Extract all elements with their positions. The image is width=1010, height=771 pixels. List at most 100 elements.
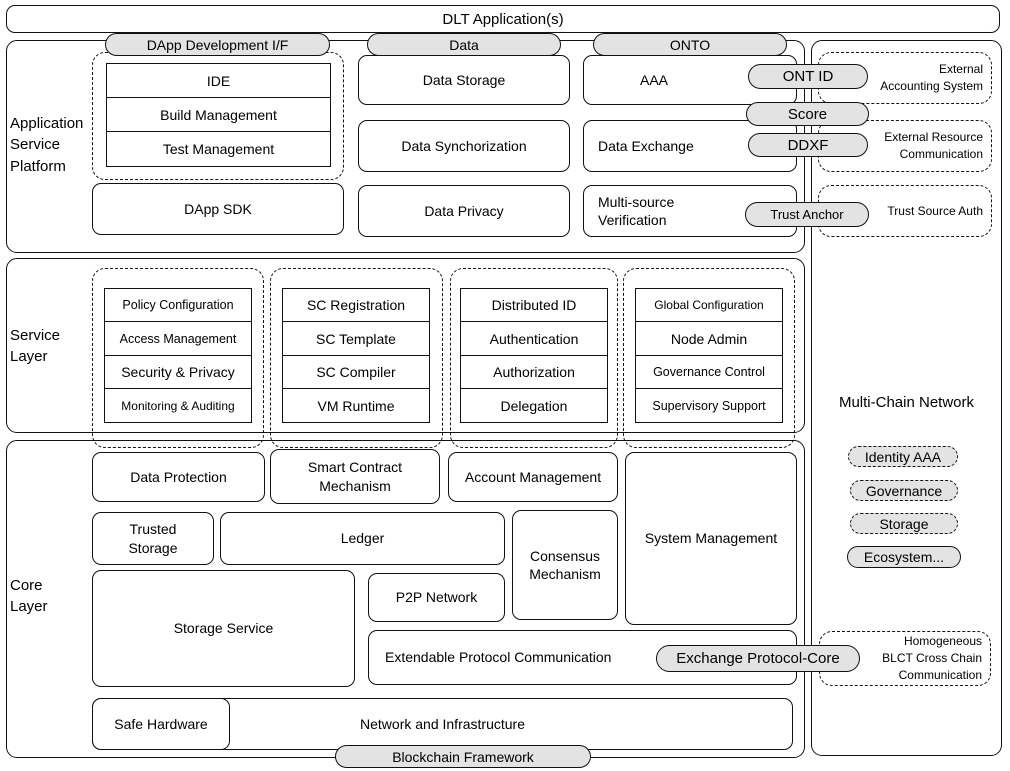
ecosystem-label: Ecosystem... [863,549,945,565]
box-sc-template: SC Template [282,321,430,357]
blockchain-framework-label: Blockchain Framework [392,748,534,765]
box-access-management: Access Management [104,321,252,357]
external-accounting-line1: External [938,62,983,77]
identity-stack: Distributed ID Authentication Authorizat… [460,288,608,424]
aaa-label: AAA [639,71,668,88]
dapp-sdk-label: DApp SDK [184,200,252,217]
box-policy-configuration: Policy Configuration [104,288,252,323]
box-node-admin: Node Admin [635,321,783,357]
data-exchange-label: Data Exchange [598,137,694,154]
multi-chain-network-box [811,40,1002,756]
box-ledger: Ledger [220,512,505,565]
trusted-storage-label: Trusted Storage [128,521,178,556]
service-layer-label: Service Layer [10,327,61,366]
data-privacy-label: Data Privacy [424,202,504,219]
box-extendable-protocol: Extendable Protocol Communication [368,630,797,685]
policy-dashed-group [92,268,264,448]
pill-ddxf: DDXF [748,133,868,157]
box-authorization: Authorization [460,354,608,390]
tab-onto-label: ONTO [669,36,711,53]
box-external-resource-communication: External Resource Communication [818,120,992,172]
storage-label: Storage [879,515,929,532]
trust-anchor-label: Trust Anchor [770,207,844,222]
banner-title: DLT Application(s) [442,10,564,28]
ledger-label: Ledger [340,530,385,547]
box-p2p-network: P2P Network [368,573,505,622]
external-resource-line2: Communication [899,147,983,161]
ont-id-label: ONT ID [782,68,834,85]
data-storage-label: Data Storage [422,71,506,88]
account-management-label: Account Management [464,468,602,485]
tab-data: Data [367,33,561,56]
multi-chain-network-title: Multi-Chain Network [838,394,975,411]
box-smart-contract-mechanism: Smart Contract Mechanism [270,449,440,504]
box-authentication: Authentication [460,321,608,357]
data-protection-label: Data Protection [130,468,227,485]
storage-service-label: Storage Service [173,620,274,637]
smart-contract-dashed-group [270,268,443,448]
smart-contract-stack: SC Registration SC Template SC Compiler … [282,288,430,424]
box-global-configuration: Global Configuration [635,288,783,323]
box-system-management: System Management [625,452,797,625]
box-monitoring-auditing: Monitoring & Auditing [104,388,252,424]
smart-contract-label: Smart Contract Mechanism [307,459,403,494]
box-consensus-mechanism: Consensus Mechanism [512,510,618,620]
extendable-protocol-label: Extendable Protocol Communication [385,649,612,666]
data-synchorization-label: Data Synchorization [401,137,527,154]
box-ide: IDE [106,63,331,99]
multi-source-label: Multi-source Verification [598,193,675,228]
box-delegation: Delegation [460,388,608,424]
homogeneous-line3: Communication [898,667,982,682]
pill-governance: Governance [850,480,958,501]
tab-dapp-development: DApp Development I/F [105,33,330,56]
pill-ecosystem: Ecosystem... [847,546,961,568]
application-service-platform-label: Application Service Platform [10,115,84,175]
governance-stack: Global Configuration Node Admin Governan… [635,288,783,424]
box-data-protection: Data Protection [92,452,265,502]
identity-aaa-label: Identity AAA [864,448,942,465]
governance-label: Governance [865,482,943,499]
box-homogeneous-cross-chain: Homogeneous BLCT Cross Chain Communicati… [819,631,991,686]
dlt-applications-banner: DLT Application(s) [6,5,1000,33]
box-data-synchorization: Data Synchorization [358,120,570,172]
box-data-privacy: Data Privacy [358,185,570,237]
consensus-label: Consensus Mechanism [529,547,601,582]
box-vm-runtime: VM Runtime [282,388,430,424]
box-trusted-storage: Trusted Storage [92,512,214,565]
box-supervisory-support: Supervisory Support [635,388,783,424]
network-infrastructure-label: Network and Infrastructure [360,715,525,732]
box-data-storage: Data Storage [358,55,570,105]
score-label: Score [787,105,828,123]
system-management-label: System Management [644,530,778,547]
external-accounting-line2: Accounting System [880,79,983,93]
pill-exchange-protocol-core: Exchange Protocol-Core [656,645,860,672]
trust-source-auth-label: Trust Source Auth [887,203,983,218]
pill-trust-anchor: Trust Anchor [745,202,869,227]
box-governance-control: Governance Control [635,354,783,390]
identity-dashed-group [450,268,618,448]
box-build-management: Build Management [106,97,331,133]
tab-onto: ONTO [593,33,787,56]
governance-dashed-group [623,268,795,448]
box-sc-compiler: SC Compiler [282,354,430,390]
dev-tool-stack: IDE Build Management Test Management [106,63,331,168]
box-storage-service: Storage Service [92,570,355,687]
external-resource-line1: External Resource [884,130,983,145]
box-account-management: Account Management [448,452,618,502]
box-safe-hardware: Safe Hardware [92,698,230,750]
box-test-management: Test Management [106,131,331,168]
pill-ont-id: ONT ID [748,64,868,89]
box-distributed-id: Distributed ID [460,288,608,323]
core-layer-label: Core Layer [10,577,48,616]
tab-data-label: Data [449,36,479,53]
exchange-protocol-label: Exchange Protocol-Core [676,650,840,667]
box-sc-registration: SC Registration [282,288,430,323]
homogeneous-line1: Homogeneous [903,634,982,649]
safe-hardware-label: Safe Hardware [114,715,208,732]
p2p-network-label: P2P Network [395,589,478,606]
pill-score: Score [746,102,869,126]
box-external-accounting-system: External Accounting System [818,52,992,104]
tab-dapp-label: DApp Development I/F [146,36,289,53]
pill-blockchain-framework: Blockchain Framework [335,745,591,768]
